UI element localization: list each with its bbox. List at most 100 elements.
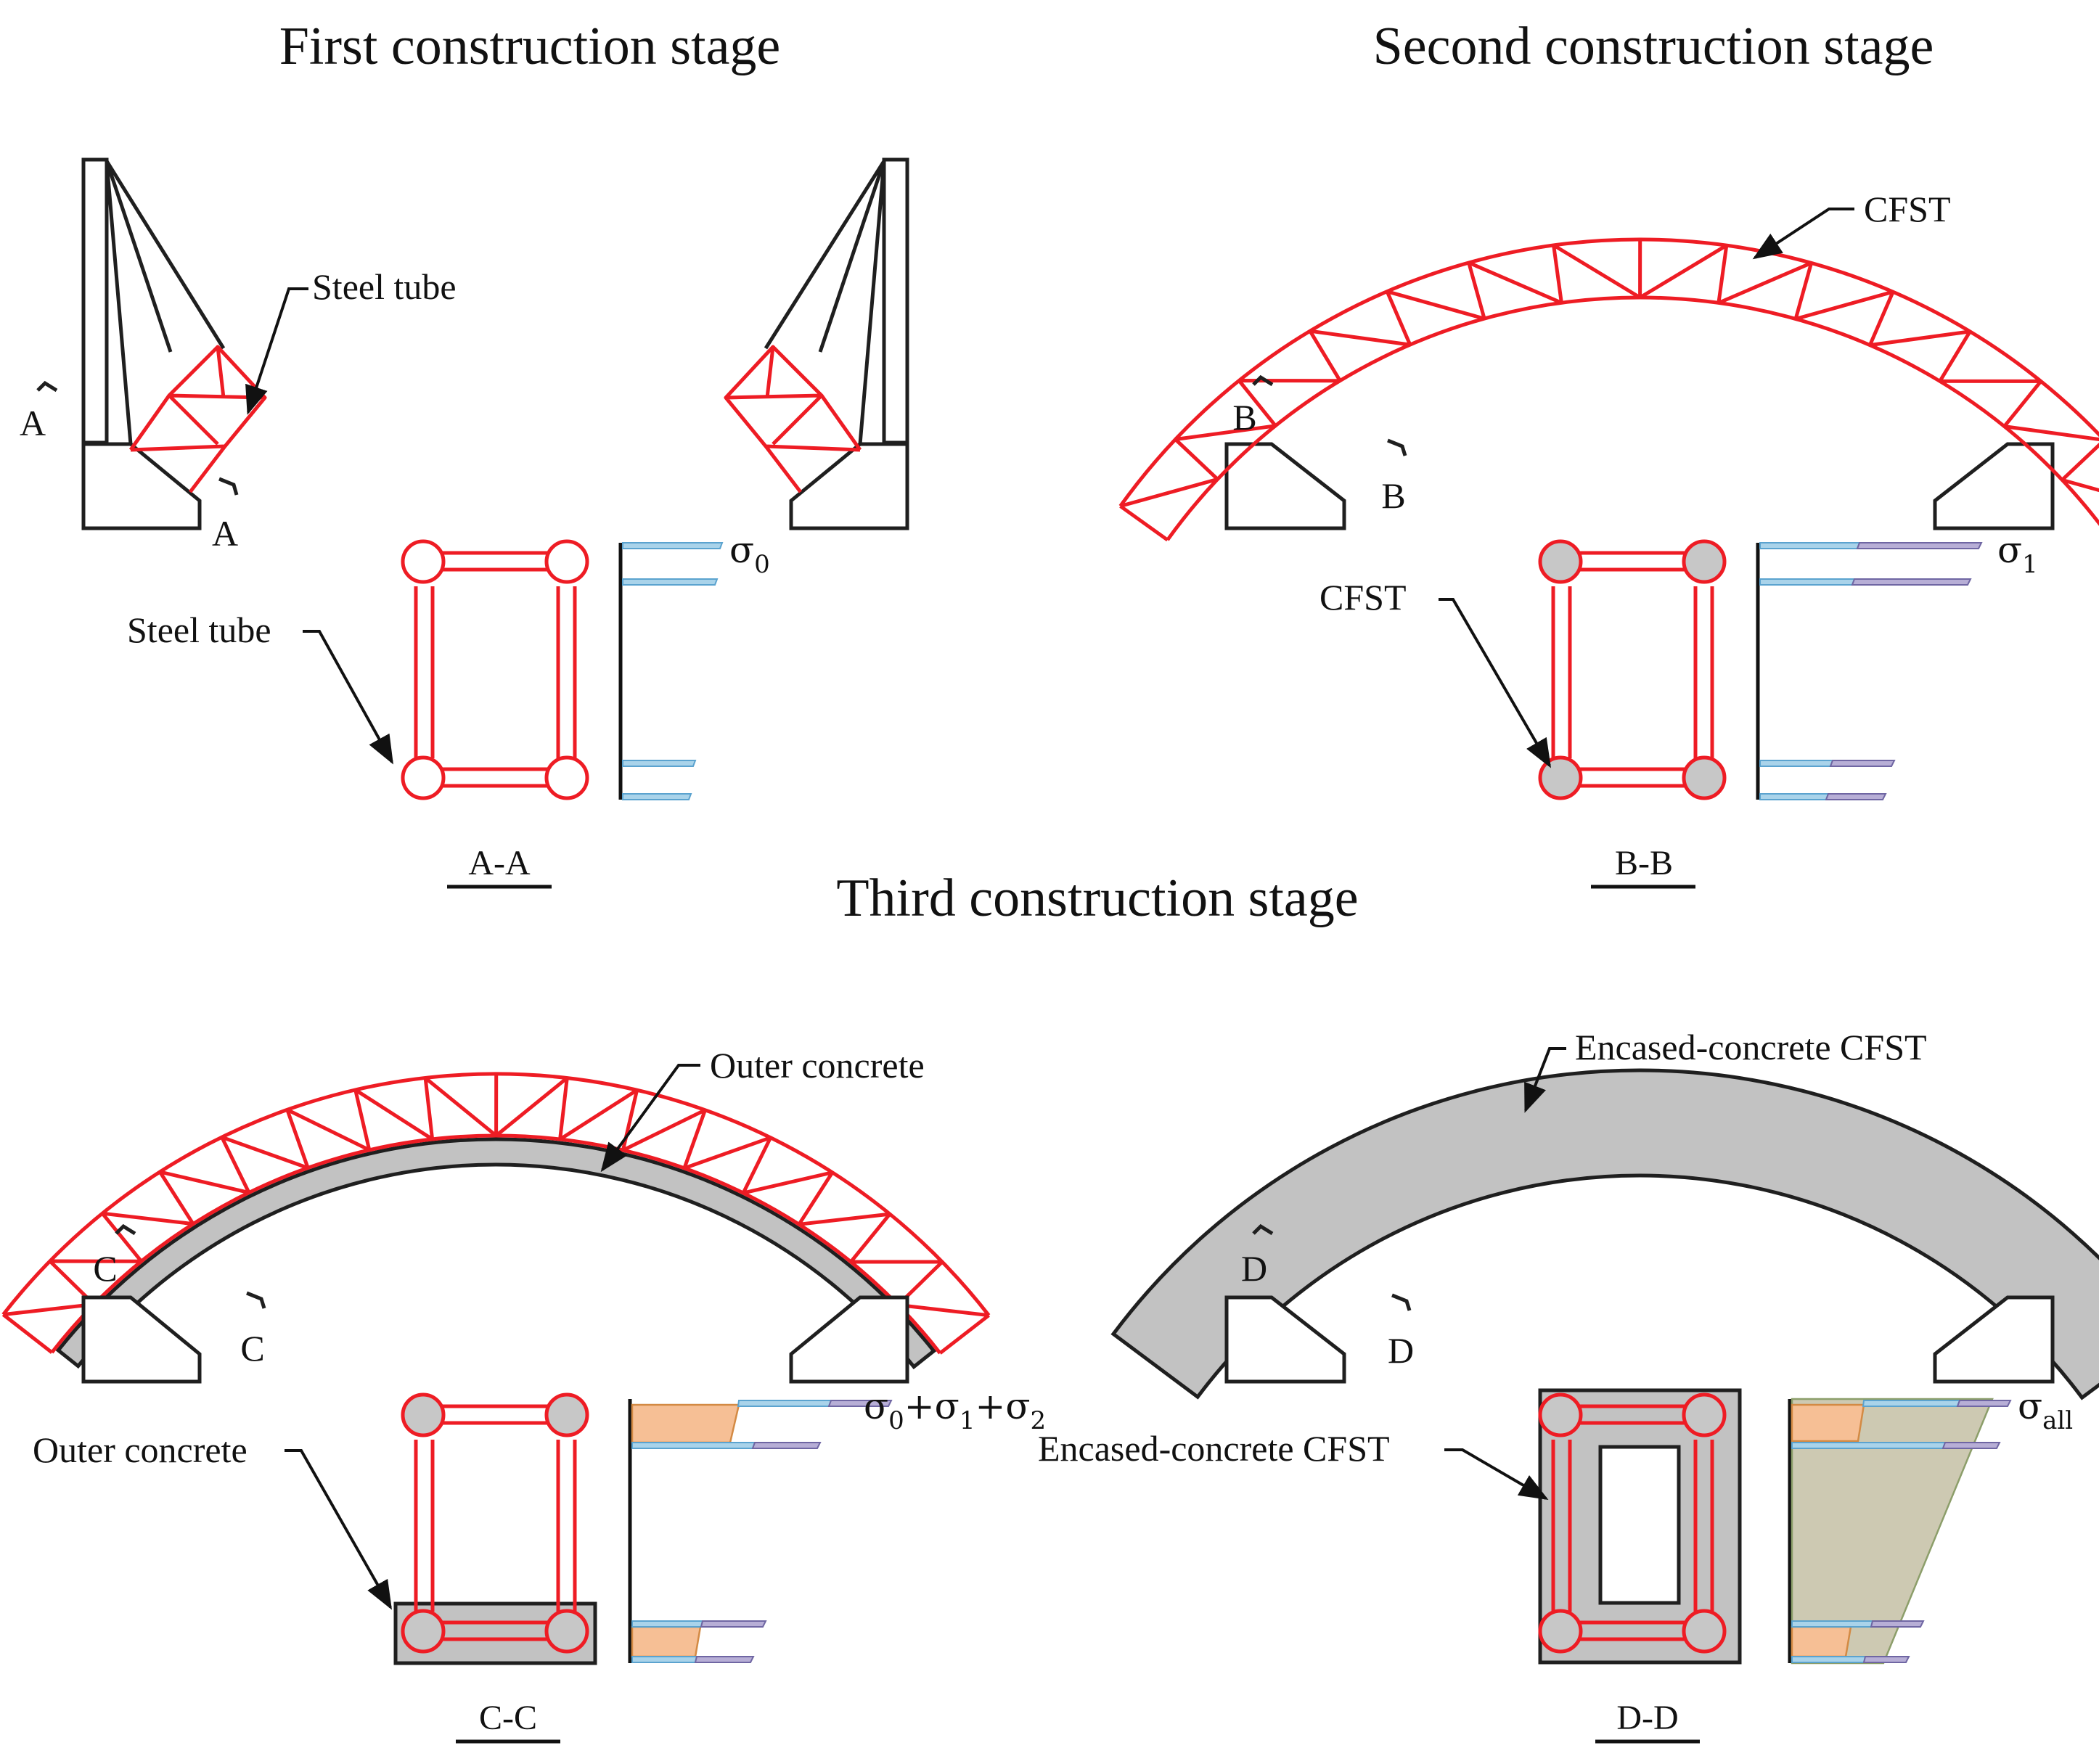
section-c-cfst-bottom-left: [401, 1609, 446, 1654]
third-stage-d-elevation: D D Encased-concrete CFST: [1110, 1027, 2099, 1400]
cut-mark-c-upper: [115, 1223, 136, 1236]
steel-tube-leader: [245, 287, 308, 415]
right-steel-tube-segment: [724, 345, 862, 493]
section-c-stress-symbol: σ0+σ1+σ2: [864, 1385, 1046, 1435]
section-a-title: A-A: [468, 844, 531, 882]
section-b-stress-bar-1-initial: [1759, 542, 1861, 549]
sigma-subscript-2: 2: [1030, 1406, 1046, 1435]
cut-mark-a-upper: [36, 380, 58, 393]
d-left-abutment: [1224, 1295, 1346, 1384]
section-b-stress-bar-3-second: [1829, 760, 1896, 767]
outer-concrete-arch: [1, 1072, 991, 1370]
section-a-stress-bar-2: [622, 578, 719, 586]
sigma-glyph: σ: [1997, 529, 2022, 571]
first-stage-elevation: A A Steel tube: [20, 157, 909, 554]
section-a-tube-bottom-right: [544, 755, 589, 800]
section-d-cfst-top-left: [1538, 1392, 1583, 1437]
plus-sigma-2: +σ: [975, 1385, 1030, 1427]
section-d-cfst-bottom-left: [1538, 1609, 1583, 1654]
section-a-tube-label: Steel tube: [127, 610, 271, 650]
arch-b-upper-chord: [1118, 237, 2099, 507]
section-d-stress-bar-3-initial: [1791, 1620, 1874, 1628]
encased-arch-label: Encased-concrete CFST: [1575, 1027, 1927, 1067]
cut-mark-c-upper-label: C: [93, 1248, 117, 1289]
right-cable-stays: [764, 160, 886, 445]
encased-concrete-arch: [1110, 1068, 2099, 1400]
section-c-stress-bar-4-second: [694, 1656, 755, 1663]
arch-d-encased-concrete-band: [1110, 1068, 2099, 1400]
section-c-stress-bar-2-second: [751, 1442, 822, 1449]
cut-mark-b-upper-label: B: [1232, 397, 1256, 438]
section-b-cfst-bottom-right: [1682, 755, 1727, 800]
section-d-steel-frame: [1551, 1404, 1714, 1641]
c-right-abutment: [789, 1295, 909, 1384]
sigma-glyph: σ: [2018, 1385, 2042, 1427]
section-d-d: Encased-concrete CFST σall D-D: [1038, 1385, 2073, 1744]
section-d-cfst-bottom-right: [1682, 1609, 1727, 1654]
section-d-encased-leader: [1444, 1448, 1549, 1501]
section-d-stress-symbol: σall: [2018, 1385, 2073, 1435]
cut-mark-b-lower: [1387, 438, 1407, 456]
right-tower: [882, 157, 909, 445]
cfst-arch-leader: [1752, 208, 1854, 260]
section-d-stress-third-upper: [1791, 1403, 1865, 1443]
section-c-stress-bar-4-initial: [631, 1656, 698, 1663]
section-b-stress-bar-2-initial: [1759, 578, 1856, 586]
section-a-a: Steel tube σ0 A-A: [127, 529, 770, 889]
section-c-stress-bar-1-initial: [737, 1400, 832, 1407]
section-b-b: CFST σ1 B-B: [1319, 529, 2038, 889]
third-stage-title: Third construction stage: [836, 869, 1358, 928]
sigma-subscript: 1: [2022, 550, 2038, 579]
section-b-stress-bar-4-second: [1825, 793, 1887, 800]
section-c-c: Outer concrete σ0+σ1+σ2 C-C: [33, 1385, 1046, 1744]
section-b-stress-symbol: σ1: [1997, 529, 2038, 579]
section-d-encased-label: Encased-concrete CFST: [1038, 1428, 1390, 1469]
sigma-glyph: σ: [729, 529, 754, 571]
section-d-stress-bar-2-second: [1942, 1442, 2001, 1449]
section-b-cfst-bottom-left: [1538, 755, 1583, 800]
section-d-stress-bar-4-initial: [1791, 1656, 1867, 1663]
left-cable-stays: [105, 160, 226, 445]
section-b-cfst-leader: [1439, 598, 1552, 768]
cut-mark-d-lower: [1391, 1293, 1412, 1311]
second-stage-title: Second construction stage: [1373, 17, 1934, 76]
arch-c-outer-concrete-band: [55, 1137, 937, 1370]
section-a-stress-bar-3: [622, 760, 697, 767]
section-b-steel-frame: [1551, 551, 1714, 788]
sigma-glyph: σ: [864, 1385, 888, 1427]
section-a-tube-top-right: [544, 539, 589, 584]
section-c-concrete-label: Outer concrete: [33, 1429, 247, 1470]
cut-mark-d-lower-label: D: [1388, 1330, 1414, 1371]
b-right-abutment: [1933, 442, 2055, 530]
section-b-stress-bar-4-initial: [1759, 793, 1830, 800]
cut-mark-d-upper: [1252, 1223, 1274, 1236]
section-c-concrete-leader: [285, 1449, 392, 1610]
third-stage-c-elevation: C C Outer concrete: [1, 1045, 991, 1384]
section-d-cfst-top-right: [1682, 1392, 1727, 1437]
section-a-tube-bottom-left: [401, 755, 446, 800]
section-a-stress-symbol: σ0: [729, 529, 770, 579]
section-c-stress-third-upper: [631, 1403, 740, 1444]
second-stage-elevation: B B CFST: [1118, 189, 2099, 542]
arch-b-lower-chord: [1166, 295, 2099, 541]
section-c-stress-third-lower: [631, 1625, 702, 1658]
section-b-title: B-B: [1615, 844, 1673, 882]
section-a-steel-frame: [414, 551, 577, 788]
cut-mark-a-lower-label: A: [212, 513, 238, 554]
c-left-abutment: [81, 1295, 202, 1384]
left-steel-tube-segment: [128, 345, 267, 493]
section-b-stress-bar-1-second: [1856, 542, 1983, 549]
section-d-stress-bar-4-second: [1862, 1656, 1910, 1663]
section-b-cfst-label: CFST: [1319, 577, 1407, 618]
cfst-arch-label: CFST: [1864, 189, 1951, 229]
section-c-cfst-bottom-right: [544, 1609, 589, 1654]
sigma-subscript: 0: [754, 550, 770, 579]
left-tower: [81, 157, 109, 445]
section-b-cfst-top-right: [1682, 539, 1727, 584]
d-right-abutment: [1933, 1295, 2055, 1384]
outer-concrete-arch-leader: [600, 1064, 700, 1173]
section-d-stress-bar-3-second: [1870, 1620, 1925, 1628]
arch-c-web-members: [1, 1073, 990, 1355]
sigma-subscript: all: [2042, 1406, 2073, 1435]
